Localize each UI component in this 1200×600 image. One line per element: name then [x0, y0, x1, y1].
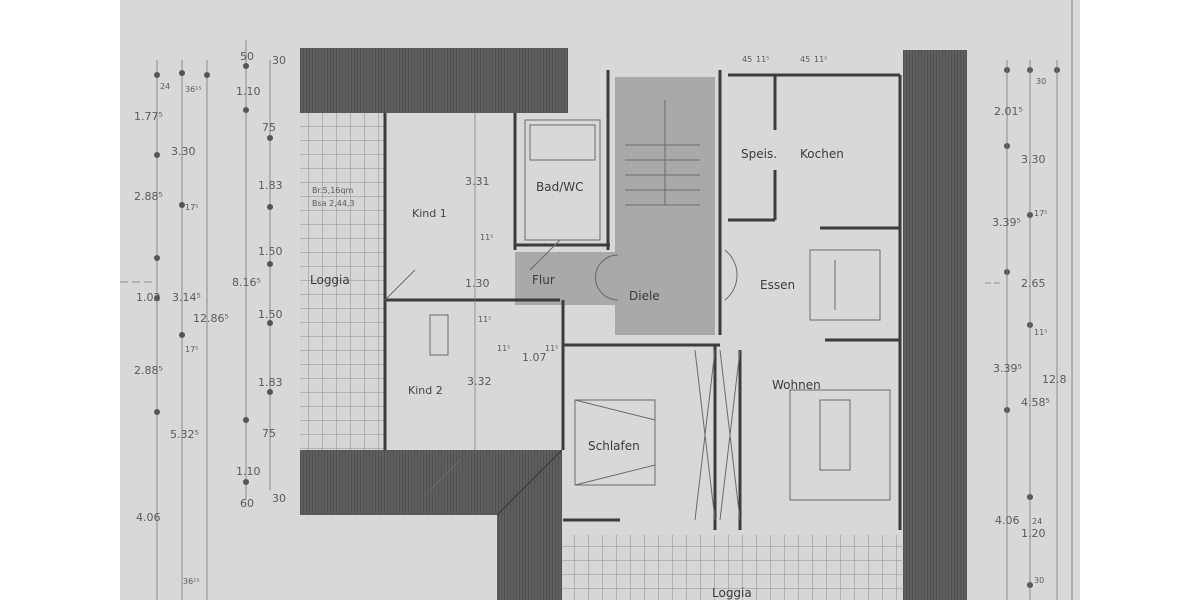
dim-label: 3.14⁵	[172, 291, 201, 304]
loggia-bottom-tiles	[562, 535, 902, 600]
dim-label: 17⁵	[1034, 209, 1047, 218]
dim-label: 3.39⁵	[992, 216, 1021, 229]
dim-wall: 11⁵	[478, 315, 491, 324]
loggia-note-2: Bsa 2,44,3	[312, 199, 355, 208]
room-labels: Kind 1 Kind 2 Bad/WC Flur Diele Speis. K…	[310, 147, 844, 600]
dim-label: 5.32⁵	[170, 428, 199, 441]
dim-top: 45	[800, 55, 810, 64]
dim-wall: 11⁵	[545, 344, 558, 353]
dim-label: 30	[1036, 77, 1046, 86]
dim-top: 45	[742, 55, 752, 64]
dim-label: 17⁵	[185, 203, 198, 212]
dim-label: 3.30	[171, 145, 196, 158]
dim-label: 2.01⁵	[994, 105, 1023, 118]
loggia-left-tiles	[300, 113, 385, 450]
right-dimension-labels: 2.01⁵ 3.39⁵ 3.39⁵ 4.06 30 3.30 17⁵ 2.65 …	[992, 77, 1067, 585]
left-dimensions	[120, 40, 271, 600]
right-dimensions	[985, 0, 1073, 600]
dim-label: 75	[262, 121, 276, 134]
left-dimension-labels: 1.77⁵ 2.88⁵ 1.02 2.88⁵ 4.06 24 36¹⁵ 3.30…	[134, 50, 286, 586]
dim-label: 1.50	[258, 308, 283, 321]
dim-label: 1.02	[136, 291, 161, 304]
room-essen: Essen	[760, 278, 795, 292]
dim-label: 4.06	[995, 514, 1020, 527]
dim-label: 2.88⁵	[134, 190, 163, 203]
dim-label: 60	[240, 497, 254, 510]
dim-label: 1.83	[258, 376, 283, 389]
dim-wall: 11⁵	[480, 233, 493, 242]
dim-total-left: 12.86⁵	[193, 312, 229, 325]
dim-label: 2.88⁵	[134, 364, 163, 377]
dim-total-right: 12.8	[1042, 373, 1067, 386]
room-kochen: Kochen	[800, 147, 844, 161]
dim-label: 36¹⁵	[183, 577, 200, 586]
dim-wall: 11⁵	[497, 344, 510, 353]
room-kind2: Kind 2	[408, 384, 443, 397]
room-loggia-bottom: Loggia	[712, 586, 752, 600]
dim-label: 1.20	[1021, 527, 1046, 540]
dim-label: 11⁵	[1034, 328, 1047, 337]
dim-top: 11⁵	[756, 55, 769, 64]
room-bad-wc: Bad/WC	[536, 180, 584, 194]
walls	[383, 70, 902, 530]
room-kind1: Kind 1	[412, 207, 447, 220]
dim-label: 75	[262, 427, 276, 440]
roof-top-left	[300, 48, 568, 113]
dim-kind2: 3.32	[467, 375, 492, 388]
dim-label: 1.50	[258, 245, 283, 258]
dim-label: 17⁵	[185, 345, 198, 354]
dim-label: 24	[1032, 517, 1042, 526]
room-schlafen: Schlafen	[588, 439, 640, 453]
dim-top: 11⁵	[814, 55, 827, 64]
flur-area	[515, 252, 615, 305]
dim-label: 4.58⁵	[1021, 396, 1050, 409]
room-loggia-left: Loggia	[310, 273, 350, 287]
dim-label: 50	[240, 50, 254, 63]
roof-right	[903, 50, 967, 600]
dim-label: 3.39⁵	[993, 362, 1022, 375]
dim-door1: 1.30	[465, 277, 490, 290]
room-speis: Speis.	[741, 147, 777, 161]
dim-label: 36¹⁵	[185, 85, 202, 94]
dim-label: 30	[272, 54, 286, 67]
dim-label: 2.65	[1021, 277, 1046, 290]
room-wohnen: Wohnen	[772, 378, 821, 392]
dim-label: 1.10	[236, 85, 261, 98]
roof-bottom-left	[300, 450, 562, 600]
dimension-dots	[154, 63, 1060, 588]
inner-dimensions: 3.31 1.30 3.32 1.07 11⁵ 11⁵ 11⁵ 11⁵ 45 1…	[465, 55, 827, 450]
dim-label: 1.77⁵	[134, 110, 163, 123]
room-flur: Flur	[532, 273, 555, 287]
dim-label: 1.10	[236, 465, 261, 478]
dim-label: 24	[160, 82, 170, 91]
dim-door2: 1.07	[522, 351, 547, 364]
dim-label: 30	[1034, 576, 1044, 585]
dim-kind1: 3.31	[465, 175, 490, 188]
dim-label: 8.16⁵	[232, 276, 261, 289]
dim-label: 1.83	[258, 179, 283, 192]
dim-label: 30	[272, 492, 286, 505]
loggia-note-1: Br.5,16qm	[312, 186, 353, 195]
room-diele: Diele	[629, 289, 660, 303]
dim-label: 3.30	[1021, 153, 1046, 166]
dim-label: 4.06	[136, 511, 161, 524]
